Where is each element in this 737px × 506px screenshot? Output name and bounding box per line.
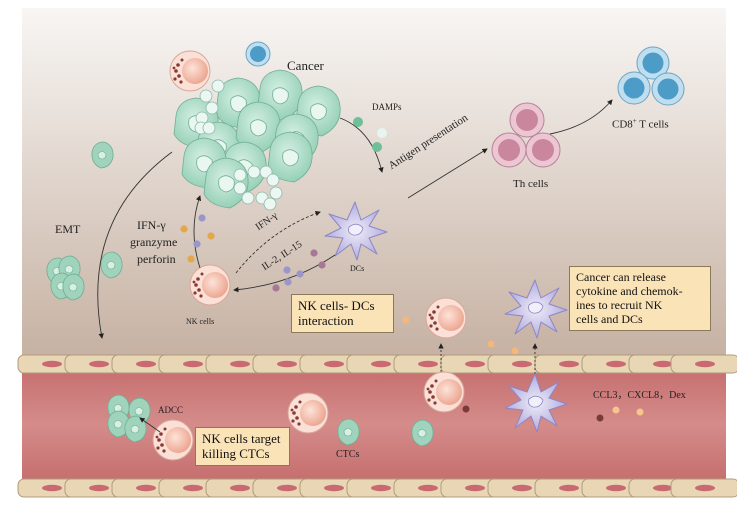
chemokine-particle: [511, 347, 519, 355]
label-chemokines: CCL3，CXCL8，Dex: [593, 390, 686, 401]
th-to-cd8-arrow: [549, 99, 613, 135]
box-nk-dc-interaction: NK cells- DCs interaction: [291, 294, 394, 333]
label-adcc: ADCC: [158, 405, 184, 415]
chemokine-particle: [636, 408, 644, 416]
box-line: ines to recruit NK: [576, 298, 663, 313]
box-line: NK cells- DCs: [298, 298, 375, 313]
nk-cell-recruited: [425, 297, 467, 339]
cd8-text: CD8: [612, 118, 633, 131]
box-line: killing CTCs: [202, 446, 270, 462]
endothelium-bottom: [17, 478, 737, 498]
endothelium-top: [17, 354, 737, 374]
emt-cell: [100, 251, 123, 279]
cytokine-particles: [180, 214, 326, 292]
box-line: interaction: [298, 313, 354, 329]
label-granzyme: granzyme: [130, 235, 178, 249]
chemokine-particle: [612, 406, 620, 414]
cd8-suffix: T cells: [636, 118, 669, 131]
box-line: Cancer can release: [576, 270, 666, 284]
damp-particle: [372, 142, 382, 152]
label-dcs: DCs: [350, 264, 365, 273]
label-emt: EMT: [55, 222, 81, 236]
box-line: cytokine and chemok-: [576, 284, 683, 299]
nk-cell-adcc: [152, 419, 194, 461]
t-cell-top: [245, 41, 271, 67]
damps-arrow: [339, 117, 384, 173]
label-cancer: Cancer: [287, 58, 324, 73]
nk-cell-in-vessel: [287, 392, 329, 434]
label-perforin: perforin: [137, 252, 176, 266]
ifn-gamma-arrow: [235, 210, 321, 274]
box-line: NK cells target: [202, 431, 281, 446]
chemokine-particle: [462, 405, 470, 413]
damp-particle: [353, 117, 363, 127]
nk-to-cancer-arrow: [193, 195, 202, 269]
nk-cell-main: [189, 264, 231, 306]
nk-cell-in-vessel: [423, 371, 465, 413]
label-ctcs: CTCs: [336, 449, 360, 460]
emt-arrow: [97, 151, 173, 339]
box-line: cells and DCs: [576, 312, 643, 327]
label-nk-cells: NK cells: [186, 317, 215, 326]
nk-cell-near-cancer: [169, 50, 211, 92]
antigen-presentation-arrow: [407, 148, 488, 199]
label-ifn-gamma: IFN-γ: [137, 218, 166, 232]
emt-cell: [91, 141, 114, 169]
box-target-killing: NK cells target killing CTCs: [195, 427, 290, 466]
chemokine-particle: [596, 414, 604, 422]
label-cd8-t-cells: CD8+ T cells: [612, 117, 669, 131]
box-recruit: Cancer can release cytokine and chemok- …: [569, 266, 711, 331]
ctc-cell: [337, 418, 360, 446]
damp-particle: [377, 128, 387, 138]
cd8-superscript: +: [632, 117, 637, 125]
label-damps: DAMPs: [372, 102, 402, 112]
chemokine-particle: [402, 316, 410, 324]
chemokine-particle: [487, 340, 495, 348]
adcc-arrow: [139, 417, 161, 433]
label-th-cells: Th cells: [513, 178, 549, 190]
ctc-cell: [411, 419, 434, 447]
